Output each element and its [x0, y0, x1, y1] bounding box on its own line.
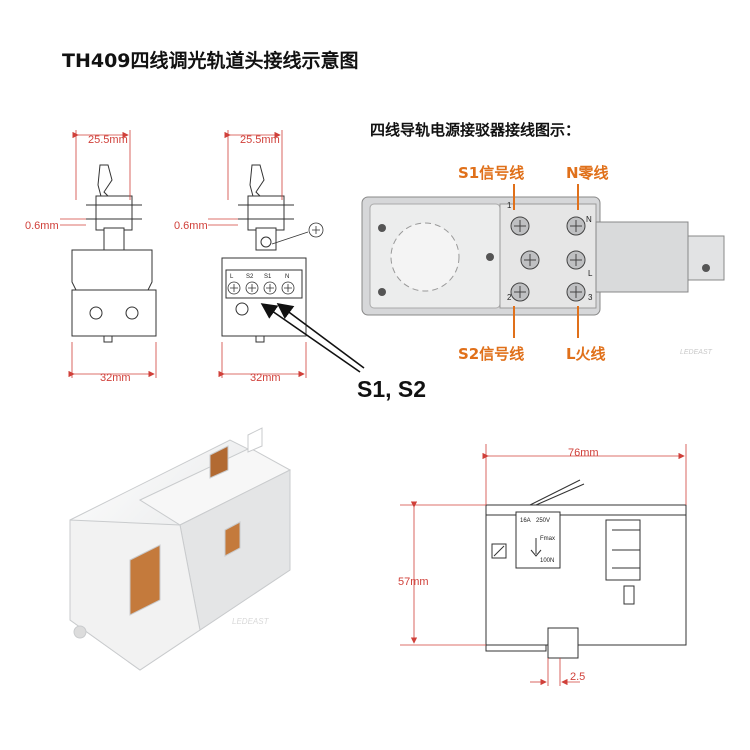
- base-dim-label: 32mm: [100, 372, 131, 384]
- front-view-dimensions: [60, 130, 157, 378]
- wiring-letter-l: L: [588, 269, 593, 278]
- callout-label: S1, S2: [357, 376, 426, 402]
- gap-dim-label-2: 0.6mm: [174, 220, 208, 232]
- terminal-screws-wiring: [510, 216, 586, 302]
- width-dim-label-2: 25.5mm: [240, 134, 280, 146]
- terminal-label-s2: S2: [246, 274, 254, 280]
- front-view-drawing: [71, 164, 157, 343]
- wiring-diagram-title: 四线导轨电源接驳器接线图示：: [370, 121, 581, 139]
- wiring-letter-n: N: [586, 215, 592, 224]
- side-view-drawing: [485, 479, 687, 659]
- n-neutral-label: N零线: [566, 164, 609, 182]
- page-title: TH409四线调光轨道头接线示意图: [62, 50, 359, 72]
- rating-fmax: Fmax: [540, 536, 555, 542]
- rating-force: 100N: [540, 558, 554, 564]
- terminal-label-n: N: [285, 274, 289, 280]
- rating-current: 16A: [520, 518, 531, 524]
- terminal-screws: [227, 222, 324, 295]
- side-offset-dim: 2.5: [570, 671, 585, 683]
- side-width-dim: 76mm: [568, 447, 599, 459]
- side-height-dim: 57mm: [398, 576, 429, 588]
- side-view-dimensions: [400, 444, 687, 686]
- base-dim-label-2: 32mm: [250, 372, 281, 384]
- rating-voltage: 250V: [536, 518, 550, 524]
- s1-signal-label: S1信号线: [458, 164, 524, 182]
- callout-arrows: [260, 303, 365, 373]
- wiring-watermark: LEDEAST: [680, 349, 713, 356]
- product-photo: [69, 427, 292, 671]
- wiring-num-1: 1: [507, 201, 512, 210]
- terminal-view-dimensions: [208, 130, 307, 378]
- wiring-label-pointers: [513, 184, 579, 338]
- terminal-label-l: L: [230, 274, 234, 280]
- terminal-label-s1: S1: [264, 274, 272, 280]
- s2-signal-label: S2信号线: [458, 345, 524, 363]
- wiring-num-3: 3: [588, 293, 593, 302]
- connector-top-view: [361, 196, 725, 316]
- gap-dim-label: 0.6mm: [25, 220, 59, 232]
- l-live-label: L火线: [566, 345, 606, 363]
- width-dim-label: 25.5mm: [88, 134, 128, 146]
- photo-watermark: LEDEAST: [232, 617, 270, 626]
- wiring-num-2: 2: [507, 293, 512, 302]
